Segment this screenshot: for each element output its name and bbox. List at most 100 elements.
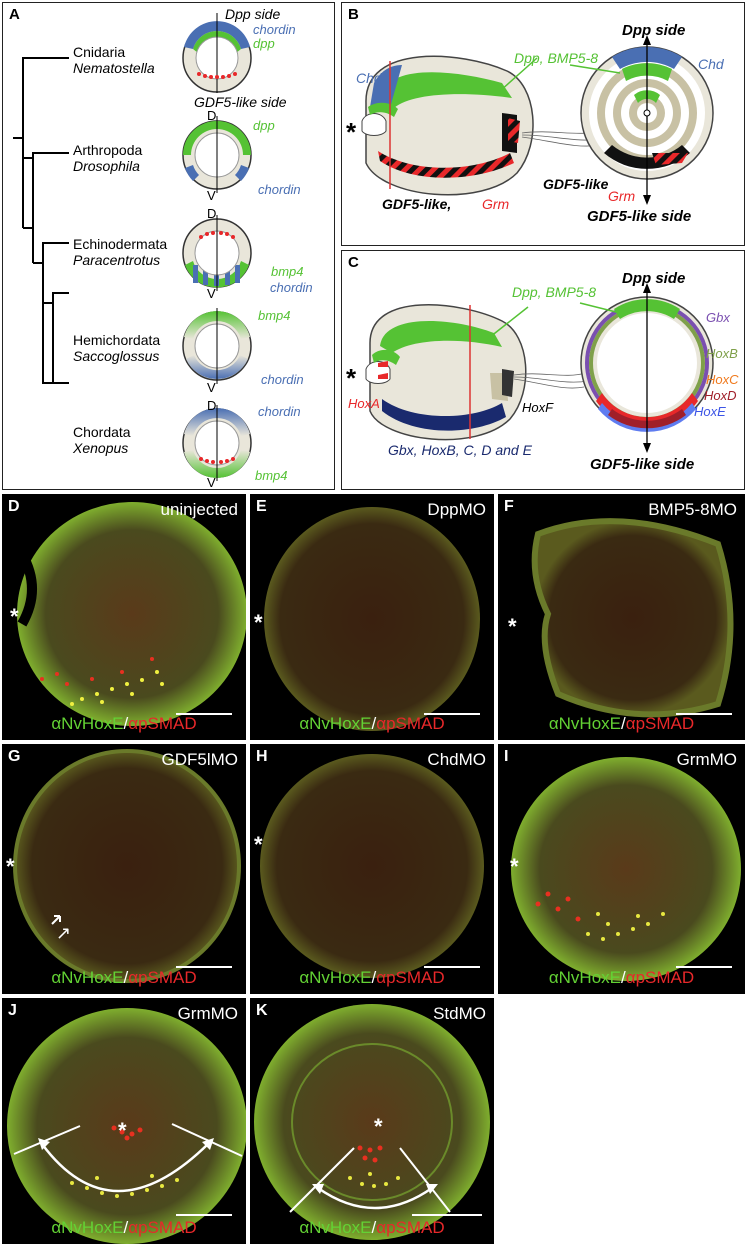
embryo-image	[17, 502, 246, 726]
panel-c-diagram	[365, 283, 714, 453]
micrograph-panel: F BMP5-8MO * αNvHoxE/αpSMAD	[498, 494, 745, 740]
embryo-image	[13, 749, 241, 983]
condition-label: BMP5-8MO	[648, 500, 737, 519]
dpp-bmp-label: Dpp, BMP5-8	[514, 50, 599, 66]
panel-letter: H	[256, 748, 268, 765]
dpp-bmp-label: Dpp, BMP5-8	[512, 284, 597, 300]
chordin-label: chordin	[258, 404, 301, 419]
stain-sep: /	[371, 1218, 377, 1237]
panel-letter: A	[9, 6, 20, 23]
gbx-label: Gbx	[706, 310, 730, 325]
asterisk: *	[254, 832, 263, 857]
scale-bar	[412, 1214, 482, 1216]
arrow-icon: ↗	[56, 923, 72, 943]
stain-green: αNvHoxE	[51, 968, 124, 987]
stain-label: αNvHoxE/αpSMAD	[2, 968, 246, 988]
taxon-phylum: Hemichordata	[73, 332, 161, 348]
panel-c: C Dpp, BMP5-8 Dpp side Gbx HoxB H	[341, 250, 745, 490]
condition-label: GrmMO	[676, 750, 737, 769]
v-label: V	[207, 286, 216, 301]
micrograph-panel: D uninjected * αNvHoxE/αpSMAD	[2, 494, 246, 740]
echinodermata-embryo	[182, 215, 252, 291]
panel-letter: G	[8, 748, 21, 765]
scale-bar	[676, 713, 732, 715]
grm-label: Grm	[482, 196, 510, 212]
stain-sep: /	[123, 714, 129, 733]
stain-sep: /	[123, 1218, 129, 1237]
panel-letter: J	[8, 1002, 17, 1019]
micrograph-panel: G GDF5lMO * ↗ αNvHoxE/αpSMAD	[2, 744, 246, 994]
chordin-label: chordin	[253, 22, 296, 37]
embryo-image	[531, 518, 734, 718]
asterisk: *	[118, 1118, 127, 1143]
dpp-side-label: Dpp side	[622, 270, 686, 287]
asterisk: *	[10, 604, 19, 629]
scale-bar	[176, 713, 232, 715]
asterisk: *	[346, 117, 357, 147]
panel-letter: C	[348, 254, 359, 271]
gbx-hox-label: Gbx, HoxB, C, D and E	[388, 442, 532, 458]
panel-letter: D	[8, 498, 20, 515]
stain-green: αNvHoxE	[299, 1218, 372, 1237]
condition-label: GDF5lMO	[161, 750, 239, 769]
panel-letter: B	[348, 6, 359, 23]
stain-label: αNvHoxE/αpSMAD	[250, 968, 494, 988]
stain-sep: /	[371, 968, 377, 987]
asterisk: *	[346, 363, 357, 393]
stain-green: αNvHoxE	[299, 714, 372, 733]
stain-red: αpSMAD	[128, 1218, 197, 1237]
arthropoda-embryo	[182, 116, 252, 193]
bmp4-label: bmp4	[255, 468, 288, 483]
stain-sep: /	[621, 968, 626, 987]
micrograph-panel: E DppMO * αNvHoxE/αpSMAD	[250, 494, 494, 740]
condition-label: GrmMO	[177, 1004, 238, 1023]
panel-a: A Cnidaria Nematostella Arthropoda Droso…	[2, 2, 335, 490]
micrograph-panel: J GrmMO * αNvHoxE/αpSMAD	[2, 998, 246, 1244]
condition-label: ChdMO	[427, 750, 486, 769]
stain-green: αNvHoxE	[548, 714, 622, 733]
micrograph-panel: I GrmMO * αNvHoxE/αpSMAD	[498, 744, 745, 994]
chordin-label: chordin	[258, 182, 301, 197]
embryo-image	[260, 754, 484, 978]
gdf5-side-label: GDF5-like side	[587, 208, 692, 225]
stain-green: αNvHoxE	[51, 1218, 124, 1237]
embryo-image	[511, 757, 741, 981]
taxon-species: Nematostella	[73, 60, 155, 76]
dpp-label: dpp	[253, 36, 275, 51]
scale-bar	[176, 1214, 232, 1216]
hoxc-label: HoxC	[706, 372, 739, 387]
chd-label: Chd	[356, 70, 382, 86]
embryo-image	[254, 1004, 490, 1240]
stain-label: αNvHoxE/αpSMAD	[250, 714, 494, 734]
taxon-phylum: Chordata	[73, 424, 131, 440]
panel-letter: K	[256, 1002, 268, 1019]
condition-label: DppMO	[427, 500, 486, 519]
panel-letter: E	[256, 498, 267, 515]
taxon-phylum: Arthropoda	[73, 142, 143, 158]
stain-red: αpSMAD	[376, 1218, 445, 1237]
stain-sep: /	[371, 714, 377, 733]
stain-label: αNvHoxE/αpSMAD	[498, 968, 745, 988]
taxon-phylum: Echinodermata	[73, 236, 168, 252]
taxon-phylum: Cnidaria	[73, 44, 126, 60]
embryo-image	[264, 507, 480, 731]
gdf5-side-label: GDF5-like side	[590, 456, 695, 473]
stain-red: αpSMAD	[376, 714, 445, 733]
panel-letter: F	[504, 498, 514, 515]
micrograph-panel: H ChdMO * αNvHoxE/αpSMAD	[250, 744, 494, 994]
micrograph-panel: K StdMO * αNvHoxE/αpSMAD	[250, 998, 494, 1244]
stain-label: αNvHoxE/αpSMAD	[2, 714, 246, 734]
stain-sep: /	[123, 968, 129, 987]
panel-letter: I	[504, 748, 509, 765]
embryo-image	[7, 1008, 246, 1244]
cnidaria-embryo	[182, 13, 252, 93]
hoxd-label: HoxD	[704, 388, 737, 403]
phylogenetic-tree	[13, 57, 69, 384]
gdf5-like-label: GDF5-like	[543, 176, 609, 192]
scale-bar	[424, 713, 480, 715]
asterisk: *	[374, 1114, 383, 1139]
hoxa-label: HoxA	[348, 396, 380, 411]
scale-bar	[176, 966, 232, 968]
stain-red: αpSMAD	[625, 714, 695, 733]
condition-label: StdMO	[433, 1004, 486, 1023]
